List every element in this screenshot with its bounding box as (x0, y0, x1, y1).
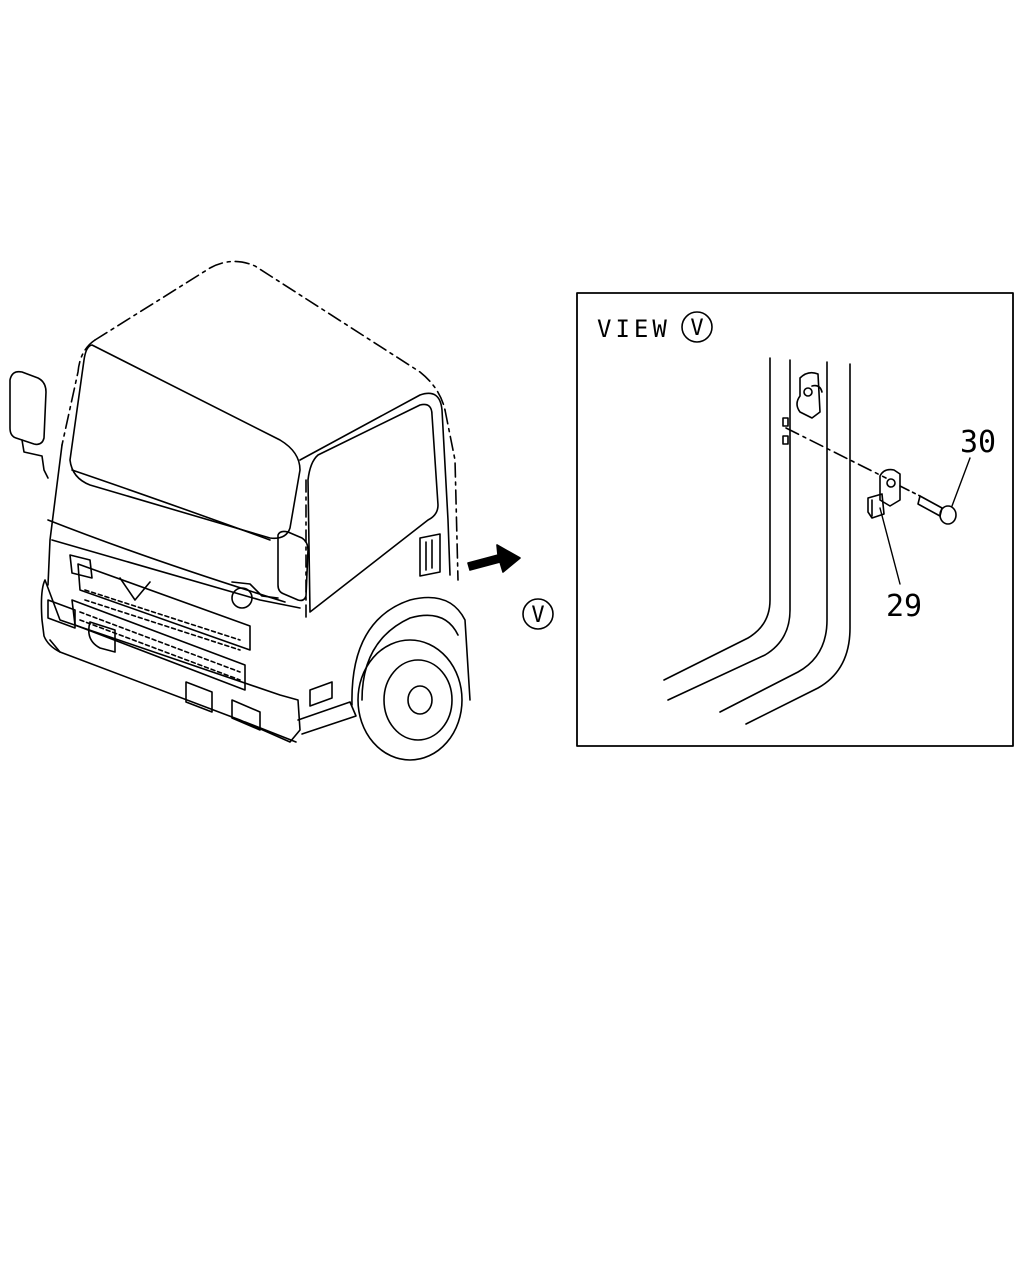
truck-cab-illustration (9, 260, 521, 761)
door-pillar (663, 357, 851, 725)
callout-29-leader (879, 507, 901, 585)
callout-30-label: 30 (960, 425, 996, 460)
view-marker: V (522, 598, 554, 630)
detail-view-title: VIEW (597, 315, 671, 343)
part-29-bracket (867, 468, 901, 519)
detail-view-marker: V (690, 316, 703, 341)
callout-29-label: 29 (886, 589, 922, 624)
attachment-leader (785, 427, 887, 479)
part-30-bolt (899, 485, 957, 525)
detail-view-panel: VIEW V (576, 292, 1014, 747)
callout-30-leader (951, 457, 971, 507)
view-marker-label: V (531, 603, 544, 628)
